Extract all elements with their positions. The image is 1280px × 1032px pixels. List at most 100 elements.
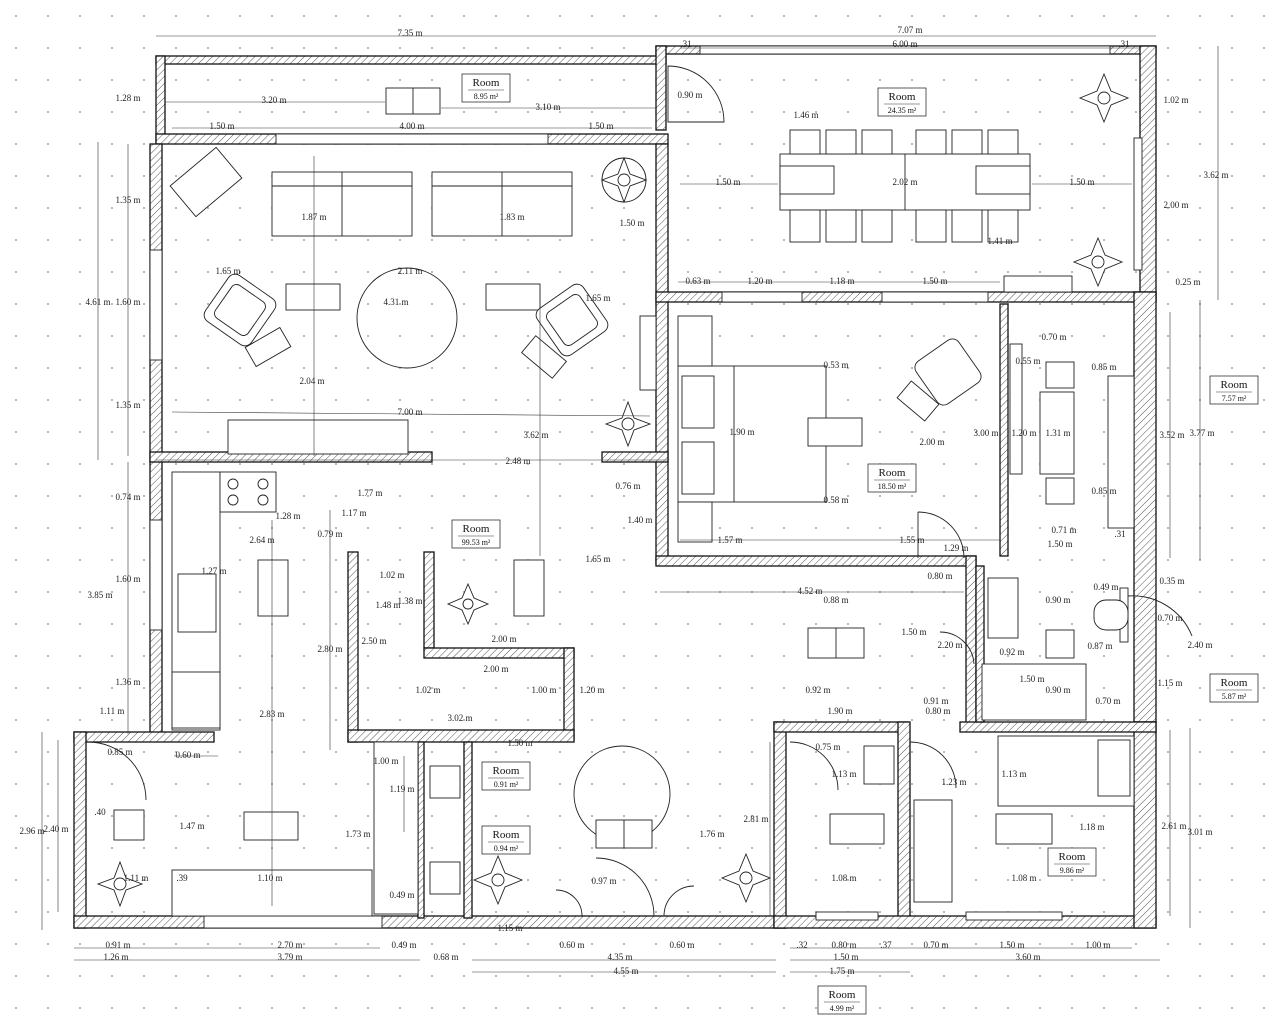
room-tag[interactable]: Room 0.91 m² [481,761,531,791]
dimension-label: 4.61 m [85,297,110,307]
dimension-label: 4.55 m [613,966,638,976]
dimension-label: 1.18 m [1079,822,1104,832]
dimension-label: 0.60 m [559,940,584,950]
dimension-label: 1.48 m [375,600,400,610]
dimension-label: 0.97 m [591,876,616,886]
plant-icon [604,400,652,448]
room-tag-area: 5.87 m² [1222,692,1247,701]
room-tag-title: Room [1221,677,1248,689]
room-tag[interactable]: Room 24.35 m² [877,87,927,117]
dimension-label: 1.18 m [829,276,854,286]
dimension-label: .31 [1114,529,1125,539]
room-tag-area: 7.57 m² [1222,394,1247,403]
plant-icon [600,156,648,204]
dimension-label: 0.70 m [1041,332,1066,342]
dimension-label: 1.13 m [831,769,856,779]
dimension-label: 2.83 m [259,709,284,719]
dimension-label: 1.19 m [389,784,414,794]
dimension-label: 1.83 m [499,212,524,222]
dimension-label: 1.02 m [415,685,440,695]
room-tag[interactable]: Room 18.50 m² [867,463,917,493]
dimension-label: 3.77 m [1189,428,1214,438]
dimension-label: 0.91 m [105,940,130,950]
dimension-label: 2.70 m [277,940,302,950]
dimension-label: 1.00 m [531,685,556,695]
room-tag-title: Room [493,765,520,777]
room-tag-title: Room [1221,379,1248,391]
dimension-label: 0.85 m [1091,486,1116,496]
dimension-label: 0.63 m [685,276,710,286]
doors [87,65,1193,917]
plant-icon [720,852,772,904]
dimension-label: 1.31 m [1045,428,1070,438]
dimension-label: 2.02 m [892,177,917,187]
dimension-label: 1.73 m [345,829,370,839]
dimension-label: 2.00 m [1163,200,1188,210]
dimension-label: 1.87 m [301,212,326,222]
dimension-label: 2.11 m [398,266,423,276]
dimension-label: 3.85 m [87,590,112,600]
dimension-label: 1.28 m [115,93,140,103]
room-tag-area: 24.35 m² [888,106,917,115]
dimension-label: 0.85 m [107,747,132,757]
dimension-label: 2.96 m [19,826,44,836]
dimension-label: 0.92 m [999,647,1024,657]
dimension-label: 0.58 m [823,495,848,505]
dimension-label: 0.85 m [1091,362,1116,372]
dimension-label: 1.23 m [941,777,966,787]
dimension-label: 7.00 m [397,407,422,417]
windows [149,45,1143,929]
dimension-label: 1.50 m [715,177,740,187]
dimension-label: 1.08 m [1011,873,1036,883]
dimension-label: 1.28 m [275,511,300,521]
dimension-label: 0.55 m [1015,356,1040,366]
dimension-label: 0.76 m [615,481,640,491]
dimension-label: .31 [680,39,691,49]
dimension-label: .39 [176,873,188,883]
dimension-label: 1.20 m [579,685,604,695]
dimension-label: 0.90 m [1045,595,1070,605]
dimension-label: 1.50 m [1019,674,1044,684]
dimension-label: 3.62 m [1203,170,1228,180]
dimension-label: 0.49 m [391,940,416,950]
room-tag-title: Room [473,77,500,89]
dimension-label: 0.79 m [317,529,342,539]
room-tag-title: Room [1059,851,1086,863]
dimension-label: .31 [1118,39,1129,49]
room-tag[interactable]: Room 0.94 m² [481,825,531,855]
dimension-label: 1.27 m [201,566,226,576]
dimension-labels: 7.35 m 7.07 m .31 6.00 m .31 1.28 m 3.20… [19,25,1228,976]
dimension-label: 1.00 m [1085,940,1110,950]
dimension-label: 0.88 m [823,595,848,605]
dimension-label: 1.75 m [829,966,854,976]
dimension-label: 1.76 m [699,829,724,839]
walls [73,45,1157,929]
room-tag-area: 0.94 m² [494,844,519,853]
dimension-label: 1.11 m [100,706,125,716]
dimension-label: 3.02 m [447,713,472,723]
room-tag[interactable]: Room 9.86 m² [1047,847,1097,877]
dimension-label: 1.36 m [115,677,140,687]
dimension-label: 0.90 m [1045,685,1070,695]
dimension-label: 1.47 m [179,821,204,831]
dimension-label: 0.74 m [115,492,140,502]
dimension-label: 7.07 m [897,25,922,35]
dimension-label: 0.49 m [389,890,414,900]
dimension-label: .32 [796,940,807,950]
room-tag[interactable]: Room 99.53 m² [451,519,501,549]
dimension-label: 1.50 m [619,218,644,228]
plant-icon [96,860,144,908]
room-tag[interactable]: Room 7.57 m² [1209,375,1259,405]
dimension-label: 1.26 m [103,952,128,962]
room-tag-area: 4.99 m² [830,1004,855,1013]
room-tag[interactable]: Room 5.87 m² [1209,673,1259,703]
room-tag[interactable]: Room 4.99 m² [817,985,867,1015]
dimension-label: 1.50 m [507,738,532,748]
room-tag-area: 18.50 m² [878,482,907,491]
plant-icon [1078,72,1130,124]
room-tag[interactable]: Room 8.95 m² [461,73,511,103]
dimension-label: 1.77 m [357,488,382,498]
room-tag-area: 8.95 m² [474,92,499,101]
dimension-label: 1.50 m [209,121,234,131]
